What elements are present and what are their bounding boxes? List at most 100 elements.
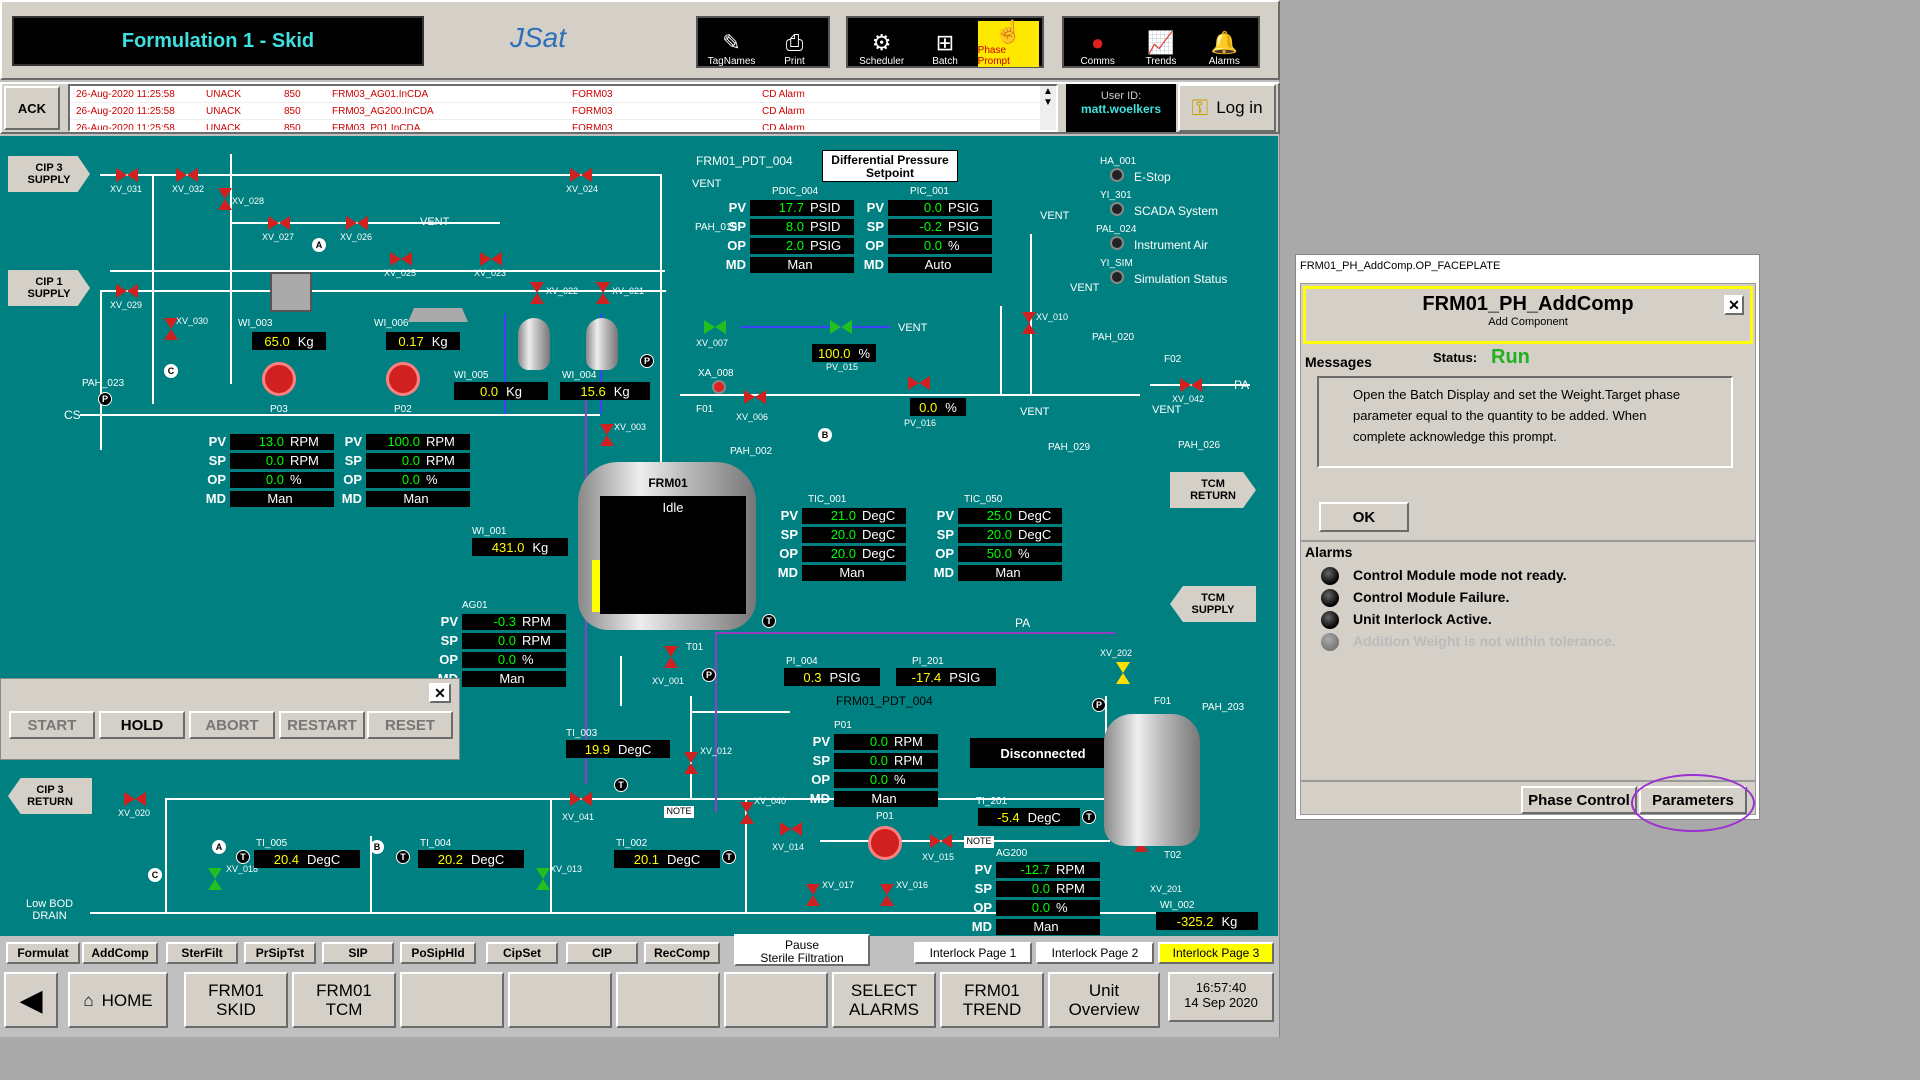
valve-xv012[interactable] bbox=[684, 752, 698, 774]
note-tag[interactable]: NOTE bbox=[664, 806, 694, 818]
valve-xv042[interactable] bbox=[1180, 378, 1202, 392]
tab-posiphld[interactable]: PoSipHld bbox=[400, 942, 476, 964]
valve-xv013[interactable] bbox=[536, 868, 550, 890]
interlock-page-2-tab[interactable]: Interlock Page 2 bbox=[1036, 942, 1154, 964]
comms-button[interactable]: ●Comms bbox=[1080, 30, 1115, 67]
valve-xv001[interactable] bbox=[664, 646, 678, 668]
abort-button[interactable]: ABORT bbox=[189, 711, 275, 739]
interlock-page-1-tab[interactable]: Interlock Page 1 bbox=[914, 942, 1032, 964]
cip1-supply-tag[interactable]: CIP 1 SUPPLY bbox=[8, 270, 90, 306]
valve-xv007[interactable] bbox=[704, 320, 726, 334]
diff-pressure-setpoint-button[interactable]: Differential Pressure Setpoint bbox=[822, 150, 958, 182]
tab-prsiptst[interactable]: PrSipTst bbox=[244, 942, 316, 964]
nav-empty-3[interactable] bbox=[616, 972, 720, 1028]
scroll-down-icon[interactable]: ▼ bbox=[1043, 97, 1053, 108]
pump-p03[interactable] bbox=[262, 362, 296, 396]
tab-reccomp[interactable]: RecComp bbox=[644, 942, 720, 964]
hold-button[interactable]: HOLD bbox=[99, 711, 185, 739]
valve-pv015[interactable] bbox=[830, 320, 852, 334]
valve-xv022[interactable] bbox=[530, 282, 544, 304]
nav-frm01-skid[interactable]: FRM01 SKID bbox=[184, 972, 288, 1028]
tank-wi004[interactable] bbox=[586, 318, 618, 370]
ok-button[interactable]: OK bbox=[1319, 502, 1409, 532]
phase-prompt-button[interactable]: ☝Phase Prompt bbox=[977, 19, 1039, 67]
pump-p01[interactable] bbox=[868, 826, 902, 860]
valve-xv006[interactable] bbox=[744, 390, 766, 404]
tcm-supply-tag[interactable]: TCM SUPPLY bbox=[1170, 586, 1256, 622]
alarms-button[interactable]: 🔔Alarms bbox=[1208, 30, 1240, 67]
valve-xv027[interactable] bbox=[268, 216, 290, 230]
tank-t02[interactable] bbox=[1104, 714, 1200, 846]
batch-button[interactable]: ⊞Batch bbox=[932, 30, 958, 67]
scheduler-button[interactable]: ⚙Scheduler bbox=[859, 30, 905, 67]
valve-xv026[interactable] bbox=[346, 216, 368, 230]
tab-cipset[interactable]: CipSet bbox=[486, 942, 558, 964]
tank-wi005[interactable] bbox=[518, 318, 550, 370]
reset-button[interactable]: RESET bbox=[367, 711, 453, 739]
interlock-page-3-tab[interactable]: Interlock Page 3 bbox=[1158, 942, 1274, 964]
valve-xv028[interactable] bbox=[218, 188, 232, 210]
nav-empty-1[interactable] bbox=[400, 972, 504, 1028]
scroll-up-icon[interactable]: ▲ bbox=[1043, 86, 1053, 97]
valve-xv031[interactable] bbox=[116, 168, 138, 182]
pump-p02[interactable] bbox=[386, 362, 420, 396]
cip3-return-tag[interactable]: CIP 3 RETURN bbox=[8, 778, 92, 814]
valve-xv023[interactable] bbox=[480, 252, 502, 266]
pause-sterile-filtration-button[interactable]: Pause Sterile Filtration bbox=[734, 934, 870, 966]
phase-control-button[interactable]: Phase Control bbox=[1521, 786, 1637, 814]
valve-xv003[interactable] bbox=[600, 424, 614, 446]
restart-button[interactable]: RESTART bbox=[279, 711, 365, 739]
tab-sterfilt[interactable]: SterFilt bbox=[166, 942, 238, 964]
valve-xv024[interactable] bbox=[570, 168, 592, 182]
ack-button[interactable]: ACK bbox=[4, 86, 60, 130]
valve-xv016[interactable] bbox=[880, 884, 894, 906]
nav-select-alarms[interactable]: SELECT ALARMS bbox=[832, 972, 936, 1028]
tagnames-button[interactable]: ✎TagNames bbox=[707, 30, 756, 67]
note-tag[interactable]: NOTE bbox=[964, 836, 994, 848]
nav-unit-overview[interactable]: Unit Overview bbox=[1048, 972, 1160, 1028]
trends-button[interactable]: 📈Trends bbox=[1145, 30, 1177, 67]
nav-empty-2[interactable] bbox=[508, 972, 612, 1028]
valve-xv010[interactable] bbox=[1022, 312, 1036, 334]
start-button[interactable]: START bbox=[9, 711, 95, 739]
valve-xv017[interactable] bbox=[806, 884, 820, 906]
valve-xv041[interactable] bbox=[570, 792, 592, 806]
print-button[interactable]: ⎙Print bbox=[784, 30, 805, 67]
nav-frm01-tcm[interactable]: FRM01 TCM bbox=[292, 972, 396, 1028]
tab-formulat[interactable]: Formulat bbox=[6, 942, 80, 964]
close-icon[interactable]: ✕ bbox=[429, 683, 451, 703]
hopper-wi003[interactable] bbox=[270, 272, 312, 312]
login-button[interactable]: ⚿Log in bbox=[1178, 84, 1276, 132]
valve-xv015[interactable] bbox=[930, 834, 952, 848]
cip3-supply-tag[interactable]: CIP 3 SUPPLY bbox=[8, 156, 90, 192]
tab-sip[interactable]: SIP bbox=[322, 942, 394, 964]
valve-xv021[interactable] bbox=[596, 282, 610, 304]
valve-xv020[interactable] bbox=[124, 792, 146, 806]
back-button[interactable]: ◀ bbox=[4, 972, 58, 1028]
nav-frm01-trend[interactable]: FRM01 TREND bbox=[940, 972, 1044, 1028]
valve-xv029[interactable] bbox=[116, 284, 138, 298]
tab-cip[interactable]: CIP bbox=[566, 942, 638, 964]
valve-xv202[interactable] bbox=[1116, 662, 1130, 684]
tcm-return-tag[interactable]: TCM RETURN bbox=[1170, 472, 1256, 508]
tab-addcomp[interactable]: AddComp bbox=[82, 942, 158, 964]
valve-xv032[interactable] bbox=[176, 168, 198, 182]
home-button[interactable]: ⌂HOME bbox=[68, 972, 168, 1028]
valve-xv040[interactable] bbox=[740, 802, 754, 824]
close-icon[interactable]: ✕ bbox=[1724, 295, 1744, 315]
alarm-list-scrollbar[interactable]: ▲▼ bbox=[1040, 86, 1056, 130]
valve-xv025[interactable] bbox=[390, 252, 412, 266]
valve-pv016[interactable] bbox=[908, 376, 930, 390]
